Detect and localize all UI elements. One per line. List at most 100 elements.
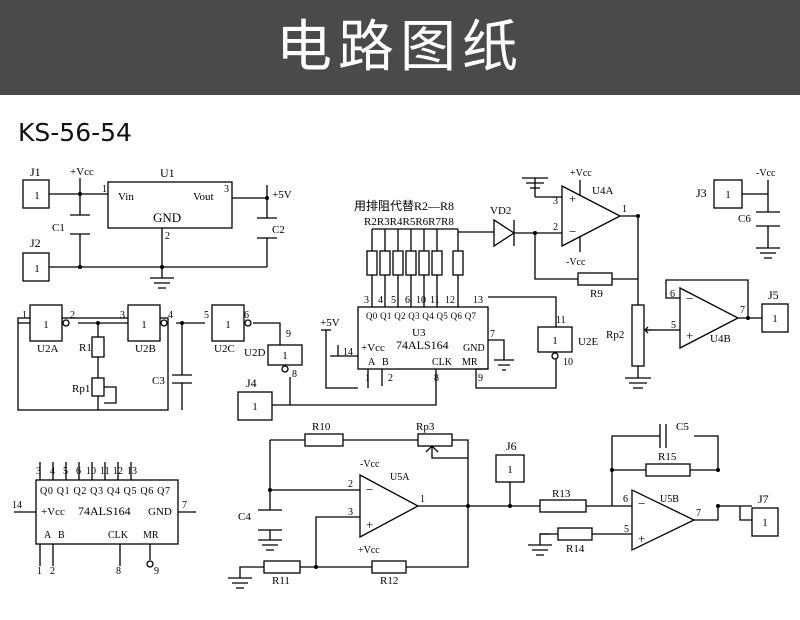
label-r12: R12 [380,575,398,587]
pin-number: 11 [100,466,110,477]
node-dot [746,316,750,320]
opamp-u5-section: R10 Rp3 − + U5A -Vcc +Vcc 2 3 1 C4 R11 R… [228,421,779,589]
label-a: A [44,530,52,541]
opamp-u5b [631,488,696,552]
pin-number: 3 [348,507,353,518]
potentiometer-rp2 [631,304,645,367]
connector-j3 [713,179,743,209]
label-r1: R1 [79,342,92,354]
gate-mark: 1 [225,319,231,331]
resistor-r1 [91,336,105,358]
label-j4: J4 [246,376,257,390]
label-vcc-neg: -Vcc [756,168,776,179]
capacitor-c6 [756,211,780,227]
opamp-u4a [561,184,622,248]
ground-symbol [528,544,552,556]
node-dot [78,265,82,269]
pin-number: 1 [365,373,370,384]
inverter-bubble [146,560,154,568]
connector-j6 [495,454,525,483]
noninverting-mark: + [686,328,693,343]
label-gnd: GND [463,343,485,354]
connector-j5 [761,303,789,333]
label-r13: R13 [552,488,571,500]
label-vcc: +Vcc [570,168,592,179]
node-dot [314,565,318,569]
label-clk: CLK [432,357,453,368]
inverter-u2a [29,304,63,342]
label-a: A [368,357,376,368]
supply-decoupling-section: 1 J3 -Vcc C6 [696,168,780,259]
label-j1: J1 [30,165,41,179]
label-j2: J2 [30,236,41,250]
pin-number: 4 [50,466,55,477]
title-banner: 电路图纸 [0,0,800,95]
ground-symbol [228,577,252,589]
resistor-array-note: 用排阻代替R2—R8 [354,199,454,213]
resistor-r13 [539,499,587,513]
pin-number: 6 [623,494,628,505]
pin-number: 7 [740,305,745,316]
pin-number: 9 [154,566,159,577]
pin-number: 4 [378,295,383,306]
pin-number: 7 [182,500,187,511]
pin-number: 10 [416,295,426,306]
regulator-u1 [107,181,233,229]
label-u4b: U4B [710,333,731,345]
chip-part-number: 74ALS164 [396,338,449,352]
connector-j4 [237,391,273,421]
node-dot [160,265,164,269]
label-vcc-neg: -Vcc [566,257,586,268]
pin-number: 7 [490,329,495,340]
label-vcc-neg: -Vcc [360,459,380,470]
ground-symbol [494,359,514,371]
pin-number: 12 [113,466,123,477]
inverting-mark: − [366,482,373,497]
noninverting-mark: + [366,517,373,532]
label-c6: C6 [738,213,751,225]
resistor-array-element [379,250,391,276]
diode-vd2 [493,218,516,248]
pin-number: 5 [204,310,209,321]
label-b: B [382,357,389,368]
label-vcc: +Vcc [41,506,65,518]
opamp-u4b [679,286,740,350]
regulator-section: 1 J1 1 J2 +Vcc U1 Vin Vout GND 1 3 2 +5V… [22,165,292,289]
pin-number: 5 [624,524,629,535]
ground-symbol [150,277,174,289]
label-c5: C5 [676,421,689,433]
label-clk: CLK [108,530,129,541]
label-rp2: Rp2 [606,329,624,341]
label-r9: R9 [590,288,603,300]
pin-number: 2 [553,222,558,233]
label-u2b: U2B [135,343,156,355]
label-j6: J6 [506,439,517,453]
pin-number: 3 [553,196,558,207]
node-dot [96,321,100,325]
pin-number: 2 [348,479,353,490]
pin-number: 9 [286,329,291,340]
j4-pin: 1 [252,401,258,413]
ground-symbol [258,539,282,551]
inverter-bubble [551,352,559,360]
pin-number: 1 [102,184,107,195]
resistor-r9 [577,272,613,286]
capacitor-c1 [70,214,90,235]
inverting-mark: − [686,291,693,306]
chip-u3 [357,306,489,370]
j7-pin: 1 [762,517,768,529]
node-dot [610,468,614,472]
inverter-bubble [281,365,289,373]
inverting-mark: − [569,224,576,239]
pin-number: 3 [120,310,125,321]
label-mr: MR [143,530,159,541]
page-title: 电路图纸 [276,15,524,80]
inverter-bubble [62,319,70,327]
node-dot [636,214,640,218]
gate-u2d [267,344,303,366]
node-dot [268,488,272,492]
label-rp1: Rp1 [72,383,90,395]
label-vd2: VD2 [490,205,511,217]
pin-number: 7 [696,508,701,519]
gate-mark: 1 [141,319,147,331]
